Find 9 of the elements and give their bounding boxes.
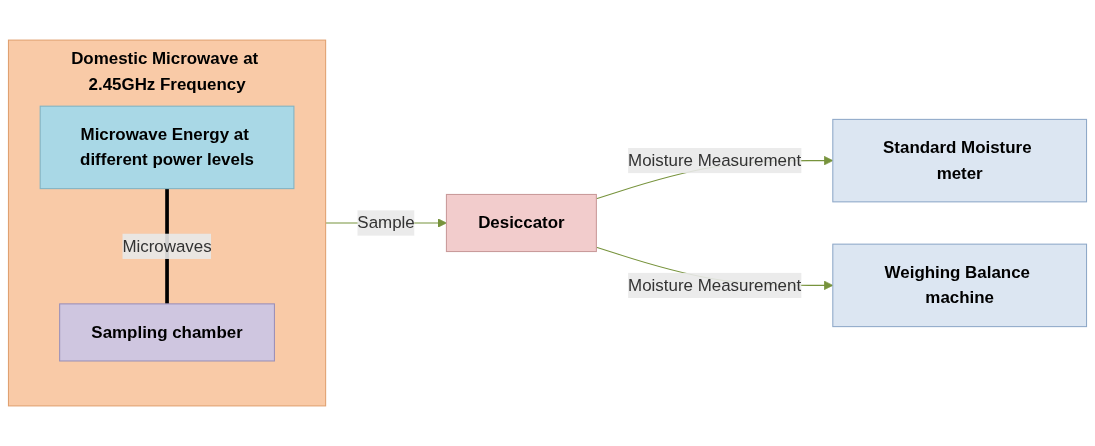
node-box: Desiccator (445, 193, 597, 253)
edge-label: Moisture Measurement (628, 151, 802, 170)
node-box: Microwave Energy at different power levels (39, 105, 295, 190)
node-box: Sampling chamber (59, 303, 275, 362)
edge-label: Moisture Measurement (628, 275, 802, 294)
node-box: Standard Moisture meter (832, 118, 1088, 203)
edge-label: Microwaves (122, 236, 212, 255)
node-box: Weighing Balance machine (832, 243, 1088, 328)
edge-label: Sample (357, 213, 415, 232)
